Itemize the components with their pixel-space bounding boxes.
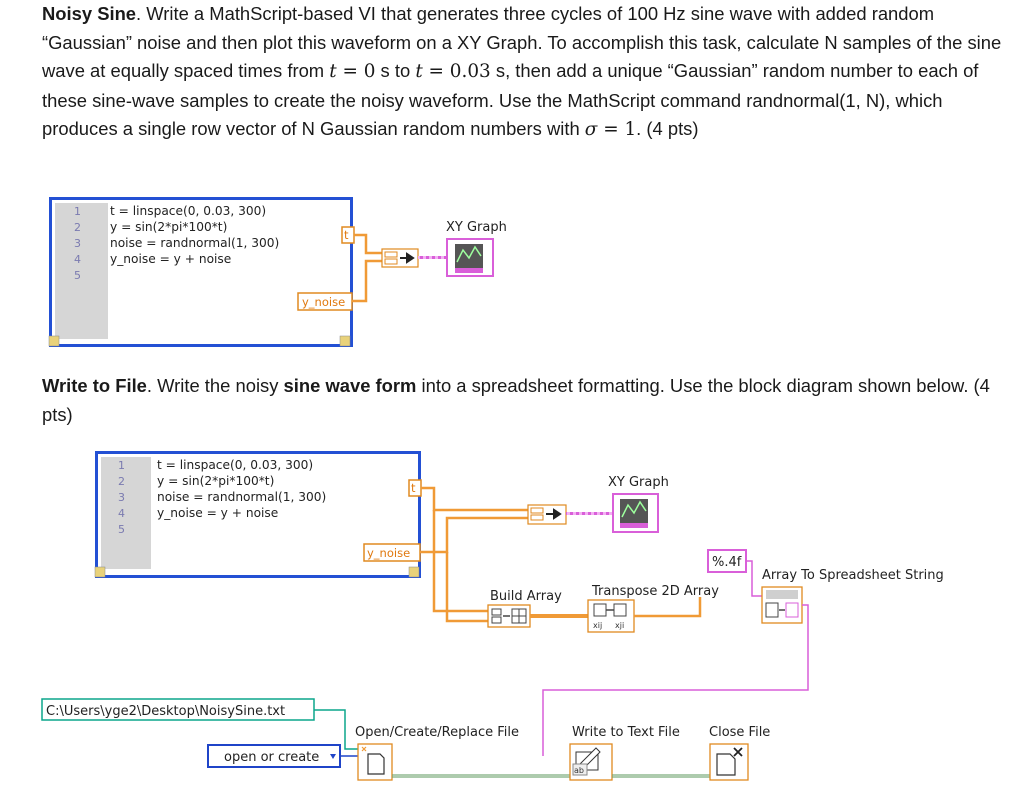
format-constant: %.4f	[707, 549, 747, 573]
section2-bold-phrase: sine wave form	[283, 375, 417, 396]
array-to-string-label: Array To Spreadsheet String	[762, 568, 944, 583]
section2-text-a: . Write the noisy	[146, 375, 284, 396]
line-number: 2	[118, 475, 125, 488]
code-line: y_noise = y + noise	[157, 506, 278, 520]
line-numbers-1: 1 2 3 4 5	[74, 205, 81, 282]
wire-y-noise	[352, 259, 382, 303]
code-lines-2: t = linspace(0, 0.03, 300) y = sin(2*pi*…	[157, 458, 326, 520]
line-number: 2	[74, 221, 81, 234]
wire-refnum-2	[612, 774, 710, 778]
wire-build-to-transpose	[530, 614, 588, 618]
line-numbers-2: 1 2 3 4 5	[118, 459, 125, 536]
line-number: 4	[74, 253, 81, 266]
close-file-node	[709, 743, 749, 781]
array-to-spreadsheet-node	[761, 586, 803, 624]
section1-text-b: s, then add a unique “Gaussian” random n…	[42, 60, 979, 139]
terminal-y-noise-label: y_noise	[367, 546, 410, 560]
code-line: t = linspace(0, 0.03, 300)	[157, 458, 313, 472]
math-t-var2: t	[415, 61, 423, 82]
close-file-label: Close File	[709, 725, 770, 740]
line-number: 5	[118, 523, 125, 536]
bundle-node-2	[527, 504, 567, 525]
write-file-node: ab	[569, 743, 613, 781]
code-line: noise = randnormal(1, 300)	[157, 490, 326, 504]
mathscript-node-1: 1 2 3 4 5 t = linspace(0, 0.03, 300) y =…	[48, 197, 355, 347]
transpose-label: Transpose 2D Array	[591, 584, 719, 599]
section1-unit-s1: s to	[375, 60, 416, 81]
section2-paragraph: Write to File. Write the noisy sine wave…	[42, 372, 1002, 429]
wire-to-graph-1	[418, 256, 446, 259]
wire-refnum-1	[392, 774, 570, 778]
line-number: 3	[118, 491, 125, 504]
section2-title: Write to File	[42, 375, 147, 396]
section1-paragraph: Noisy Sine. Write a MathScript-based VI …	[42, 0, 1002, 145]
xy-graph-label: XY Graph	[446, 220, 507, 235]
line-number: 5	[74, 269, 81, 282]
line-number: 4	[118, 507, 125, 520]
wire-path	[314, 709, 358, 750]
diagram1: 1 2 3 4 5 t = linspace(0, 0.03, 300) y =…	[48, 197, 507, 347]
open-file-label: Open/Create/Replace File	[355, 725, 519, 740]
code-line: t = linspace(0, 0.03, 300)	[110, 204, 266, 218]
math-eq-start: = 0	[336, 61, 376, 82]
terminal-t-label: t	[344, 228, 349, 242]
chevron-down-icon	[330, 754, 336, 759]
xy-graph-indicator-1	[446, 238, 494, 277]
transpose-node: xij xji	[587, 599, 635, 633]
orange-wires-2	[420, 486, 528, 623]
code-line: y = sin(2*pi*100*t)	[157, 474, 274, 488]
section1-points: . (4 pts)	[636, 118, 699, 139]
math-t-var: t	[329, 61, 337, 82]
line-number: 3	[74, 237, 81, 250]
file-path-text: C:\Users\yge2\Desktop\NoisySine.txt	[46, 704, 285, 719]
wire-to-graph-2	[566, 512, 614, 515]
bundle-node-1	[381, 248, 419, 268]
svg-text:xij: xij	[593, 621, 602, 630]
open-mode-text: open or create	[224, 750, 319, 765]
line-number: 1	[118, 459, 125, 472]
section1-title: Noisy Sine	[42, 3, 137, 24]
wire-format	[746, 560, 762, 597]
math-sigma-eq: = 1	[597, 119, 637, 140]
line-number: 1	[74, 205, 81, 218]
format-constant-text: %.4f	[712, 555, 742, 570]
terminal-t-label: t	[411, 481, 416, 495]
terminal-y-noise-label: y_noise	[302, 295, 345, 309]
math-eq-end: = 0.03	[422, 61, 491, 82]
mathscript-node-2: 1 2 3 4 5 t = linspace(0, 0.03, 300) y =…	[94, 451, 422, 578]
write-file-label: Write to Text File	[572, 725, 680, 740]
wire-transpose-to-string	[634, 597, 702, 618]
wire-t	[354, 233, 382, 255]
build-array-node	[487, 604, 531, 628]
diagram2: 1 2 3 4 5 t = linspace(0, 0.03, 300) y =…	[41, 451, 944, 781]
section2-text-b: into a spreadsheet formatting. Use the b…	[42, 375, 990, 425]
open-mode-enum[interactable]: open or create	[207, 744, 341, 768]
open-file-node	[357, 743, 393, 781]
svg-text:ab: ab	[574, 766, 584, 775]
xy-graph-label-2: XY Graph	[608, 475, 669, 490]
math-sigma: σ	[584, 119, 598, 140]
code-lines-1: t = linspace(0, 0.03, 300) y = sin(2*pi*…	[110, 204, 279, 266]
code-line: y = sin(2*pi*100*t)	[110, 220, 227, 234]
build-array-label: Build Array	[490, 589, 562, 604]
wire-string-to-write	[542, 604, 809, 756]
code-line: y_noise = y + noise	[110, 252, 231, 266]
section1-text-a: . Write a MathScript-based VI that gener…	[42, 3, 1002, 81]
svg-text:xji: xji	[615, 621, 624, 630]
file-path-constant: C:\Users\yge2\Desktop\NoisySine.txt	[41, 698, 315, 721]
close-icon	[733, 747, 743, 757]
xy-graph-indicator-2	[612, 493, 659, 533]
code-line: noise = randnormal(1, 300)	[110, 236, 279, 250]
